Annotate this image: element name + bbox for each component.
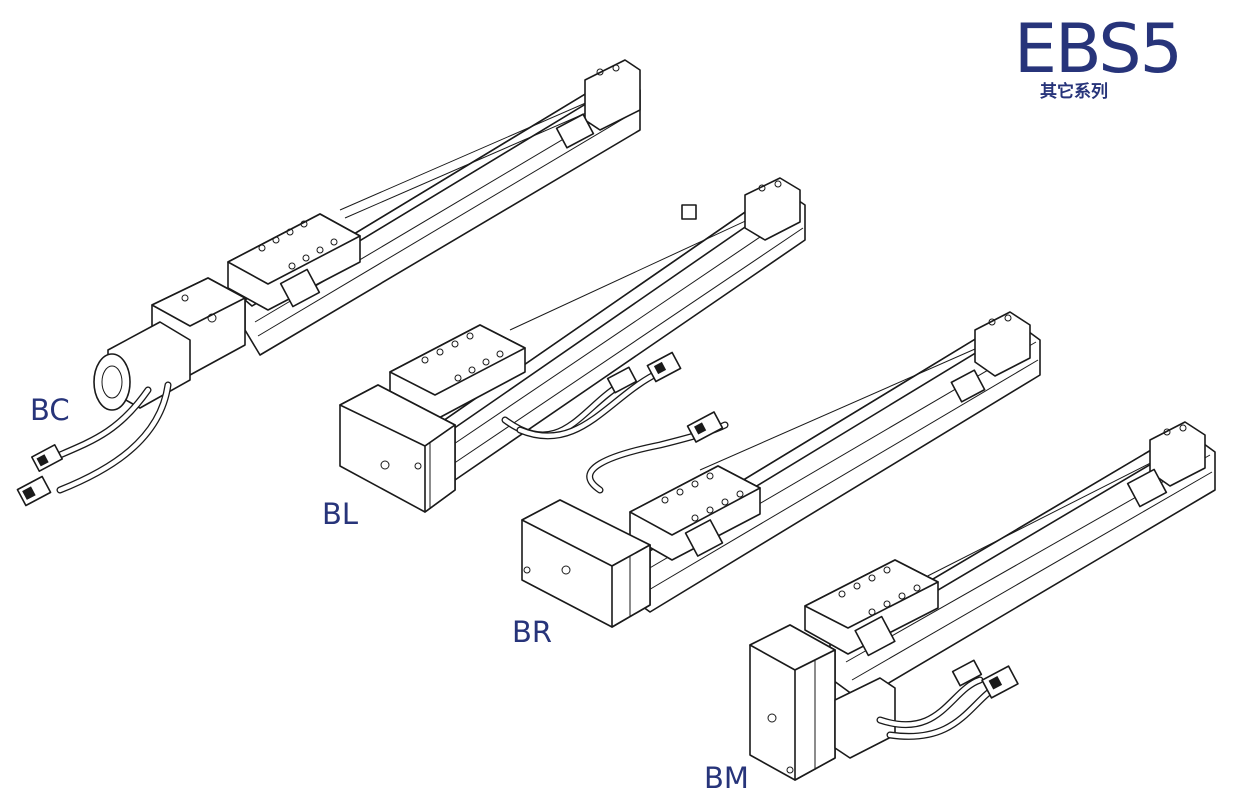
brand-title: EBS5 [1014, 10, 1183, 89]
variant-label-bm: BM [704, 761, 749, 795]
variant-label-bc: BC [30, 393, 70, 427]
actuator-bc [16, 59, 641, 507]
variant-label-br: BR [512, 615, 553, 649]
actuator-br [521, 311, 1041, 628]
variant-label-bl: BL [322, 497, 359, 531]
actuator-bm [749, 421, 1216, 781]
brand-subtitle: 其它系列 [1040, 82, 1108, 102]
actuator-bl [339, 177, 806, 513]
